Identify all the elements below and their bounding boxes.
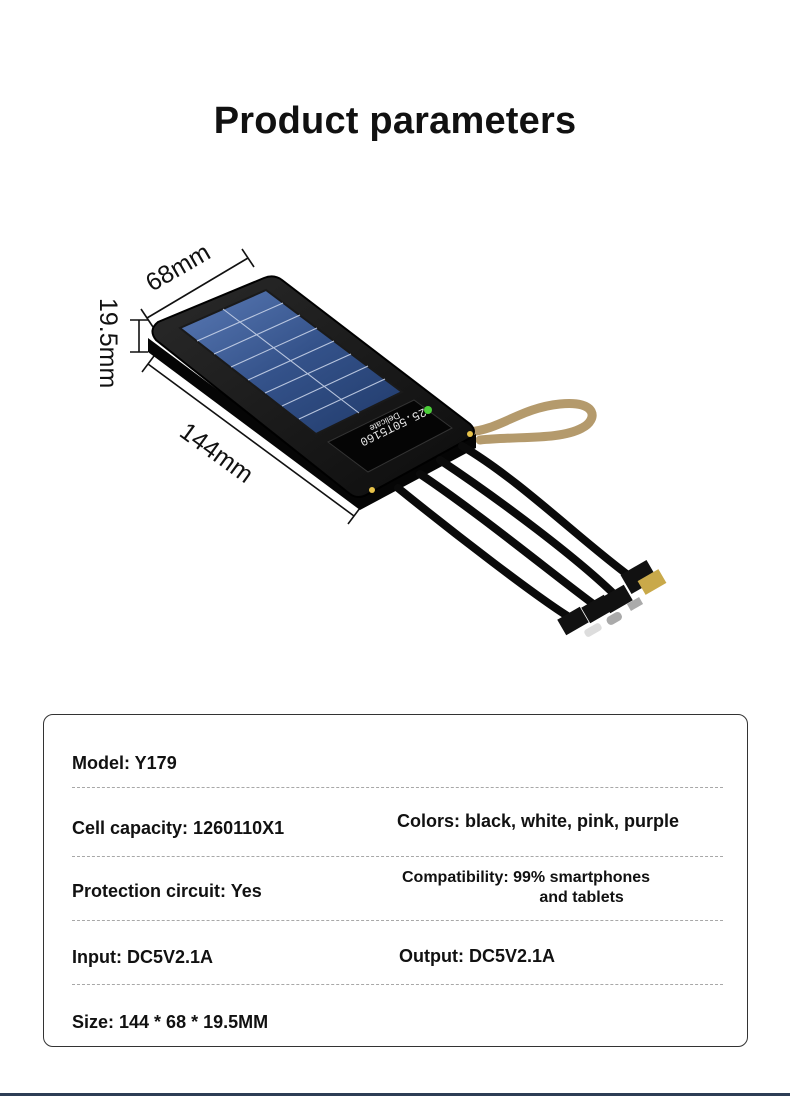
size-value: Size: 144 * 68 * 19.5MM <box>72 1012 269 1032</box>
green-indicator-icon <box>424 406 432 414</box>
cell-capacity-value: Cell capacity: 1260110X1 <box>72 818 285 838</box>
device-display <box>327 399 453 473</box>
compatibility-text: 99% smartphones and tablets <box>513 868 650 908</box>
compatibility-line-1: 99% smartphones <box>513 869 651 886</box>
param-row-4: Input: DC5V2.1A Output: DC5V2.1A <box>72 920 723 985</box>
compatibility-value: Compatibility: 99% smartphones and table… <box>402 868 650 908</box>
status-led-icon-2 <box>467 431 473 437</box>
model-value: Model: Y179 <box>72 753 177 773</box>
output-value: Output: DC5V2.1A <box>399 946 556 966</box>
compatibility-line-2: and tablets <box>539 889 624 906</box>
param-row-1: Model: Y179 <box>72 715 723 788</box>
colors-value: Colors: black, white, pink, purple <box>397 811 680 831</box>
protection-circuit-value: Protection circuit: Yes <box>72 881 262 901</box>
cable-lightning <box>394 484 578 624</box>
status-led-icon <box>369 487 375 493</box>
solar-panel <box>178 288 404 436</box>
input-value: Input: DC5V2.1A <box>72 947 214 967</box>
width-dimension-label: 68mm <box>141 238 215 297</box>
power-bank-illustration: 68mm 19.5mm 144mm Delicate 25.50T5160 <box>94 238 667 637</box>
param-row-3: Protection circuit: Yes Compatibility: 9… <box>72 856 723 921</box>
cable-micro-usb <box>436 456 622 602</box>
cable-usb-c <box>416 470 600 610</box>
cables <box>394 442 636 624</box>
bottom-accent-bar <box>0 1093 790 1096</box>
length-dimension-label: 144mm <box>174 417 258 489</box>
parameters-table: Model: Y179 Cell capacity: 1260110X1 Col… <box>43 714 748 1047</box>
connector-usb <box>620 559 667 595</box>
dimension-lines <box>130 248 361 525</box>
connector-lightning <box>557 606 602 637</box>
cable-usb <box>458 442 636 582</box>
thickness-dimension-label: 19.5mm <box>94 298 122 388</box>
connector-usb-c <box>581 594 622 625</box>
param-row-5: Size: 144 * 68 * 19.5MM <box>72 984 723 1046</box>
param-row-2: Cell capacity: 1260110X1 Colors: black, … <box>72 787 723 857</box>
compatibility-label: Compatibility: <box>402 869 509 886</box>
lanyard <box>463 399 597 445</box>
page-title: Product parameters <box>213 100 577 142</box>
